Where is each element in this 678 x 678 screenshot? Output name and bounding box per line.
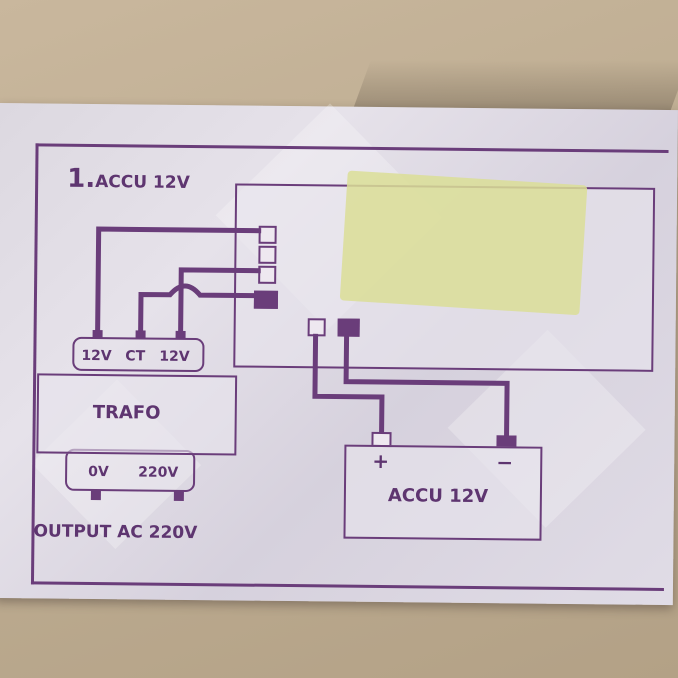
tap-label-12v-right: 12V [159, 348, 190, 365]
battery-minus-sign: − [496, 450, 514, 475]
wire-battery-negative [343, 334, 510, 441]
wire-battery-positive [312, 333, 385, 436]
wire-ct [138, 283, 257, 338]
wire-12v-left [95, 226, 262, 337]
wire-12v-right [178, 267, 261, 338]
printed-card: 1.ACCU 12V [0, 103, 678, 606]
tap-label-12v-left: 12V [81, 347, 112, 365]
tap-label-220v: 220V [138, 464, 179, 481]
battery-terminal-negative [496, 435, 517, 448]
trafo-terminal-12v-right [175, 330, 186, 339]
trafo-label: TRAFO [92, 401, 161, 424]
output-label: OUTPUT AC 220V [33, 521, 198, 544]
trafo-terminal-220v [173, 490, 184, 501]
trafo-terminal-0v [90, 489, 101, 501]
trafo-terminal-ct [135, 330, 146, 339]
trafo-terminal-12v-left [92, 329, 103, 339]
battery-label: ACCU 12V [387, 485, 489, 508]
tap-label-ct: CT [125, 348, 146, 365]
battery-plus-sign: + [372, 448, 390, 474]
trafo-top-tap-housing [72, 336, 205, 373]
wiring-svg [65, 226, 517, 501]
tap-label-0v: 0V [88, 463, 109, 481]
